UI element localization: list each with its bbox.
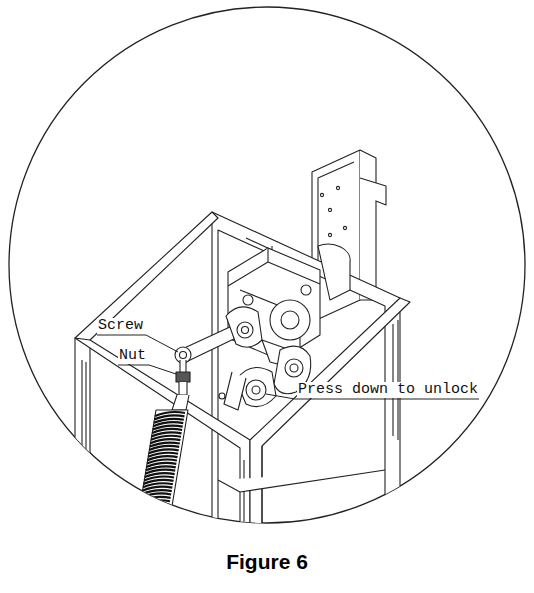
- figure-caption: Figure 6: [226, 550, 308, 574]
- leader-line: [118, 365, 176, 374]
- part-label: Nut: [118, 348, 147, 364]
- spring: [136, 410, 188, 530]
- housing: [75, 212, 410, 530]
- lever-linkage: [175, 307, 311, 410]
- part-label: Press down to unlock: [297, 382, 479, 398]
- detail-circle: [9, 7, 525, 523]
- part-label: Screw: [97, 318, 144, 334]
- screw-nut: [172, 360, 190, 410]
